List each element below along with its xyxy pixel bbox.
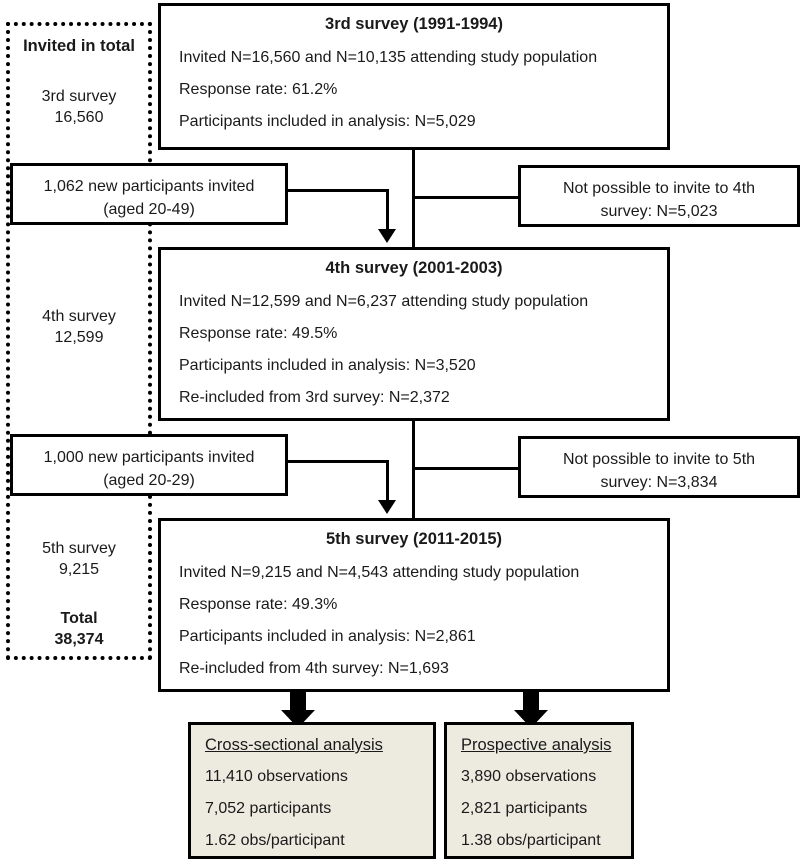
new-participants-box-1062: 1,062 new participants invited (aged 20-…	[10, 163, 288, 225]
invited-in-total-heading: Invited in total	[23, 37, 135, 55]
survey-5th-line-1: Invited N=9,215 and N=4,543 attending st…	[179, 564, 580, 581]
analysis-box-cross-sectional: Cross-sectional analysis 11,410 observat…	[188, 722, 436, 859]
analysis-prospective-inner: Prospective analysis 3,890 observations …	[447, 725, 631, 851]
sidebar-entry-4th: 4th survey 12,599	[10, 306, 148, 348]
survey-3rd-body: Invited N=16,560 and N=10,135 attending …	[161, 48, 667, 131]
new-participants-1000-line-1: 1,000 new participants invited	[43, 449, 255, 466]
arrow-head-into-4th	[378, 229, 396, 243]
connector-1062-horizontal	[288, 189, 389, 192]
new-participants-1062-line-2: (aged 20-49)	[103, 201, 195, 218]
excluded-5th-line-2: survey: N=3,834	[600, 474, 718, 491]
excluded-4th-text: Not possible to invite to 4th survey: N=…	[521, 168, 797, 223]
excluded-4th-line-1: Not possible to invite to 4th	[562, 180, 756, 197]
sidebar-entry-3rd: 3rd survey 16,560	[10, 86, 148, 128]
survey-3rd-line-1: Invited N=16,560 and N=10,135 attending …	[179, 49, 598, 66]
excluded-4th-line-2: survey: N=5,023	[600, 203, 718, 220]
connector-branch-excluded-5th	[412, 467, 520, 470]
survey-5th-body: Invited N=9,215 and N=4,543 attending st…	[161, 563, 667, 678]
excluded-box-4th: Not possible to invite to 4th survey: N=…	[518, 165, 800, 227]
arrow-head-into-5th	[378, 500, 396, 514]
sidebar-entry-total-value: 38,374	[54, 631, 104, 648]
sidebar-entry-5th-label: 5th survey	[42, 540, 116, 557]
survey-4th-line-1: Invited N=12,599 and N=6,237 attending s…	[179, 293, 589, 310]
survey-4th-line-4: Re-included from 3rd survey: N=2,372	[179, 389, 450, 406]
survey-5th-line-4: Re-included from 4th survey: N=1,693	[179, 660, 449, 677]
survey-5th-line-3: Participants included in analysis: N=2,8…	[179, 628, 476, 645]
analysis-cross-sectional-inner: Cross-sectional analysis 11,410 observat…	[191, 725, 433, 851]
survey-3rd-line-2: Response rate: 61.2%	[179, 81, 338, 98]
excluded-box-5th: Not possible to invite to 5th survey: N=…	[518, 436, 800, 498]
analysis-prospective-line-3: 1.38 obs/participant	[461, 832, 601, 849]
survey-3rd-title: 3rd survey (1991-1994)	[325, 15, 503, 33]
connector-branch-excluded-4th	[412, 196, 520, 199]
survey-5th-line-2: Response rate: 49.3%	[179, 596, 338, 613]
excluded-5th-line-1: Not possible to invite to 5th	[562, 451, 756, 468]
new-participants-1000-line-2: (aged 20-29)	[103, 472, 195, 489]
analysis-prospective-line-2: 2,821 participants	[461, 800, 588, 817]
new-participants-box-1000: 1,000 new participants invited (aged 20-…	[10, 434, 288, 496]
block-arrow-cross-sectional-stem	[290, 692, 306, 710]
survey-5th-title: 5th survey (2011-2015)	[325, 530, 503, 548]
sidebar-entry-5th: 5th survey 9,215	[10, 538, 148, 580]
survey-box-4th: 4th survey (2001-2003) Invited N=12,599 …	[158, 247, 670, 421]
new-participants-1062-line-1: 1,062 new participants invited	[43, 178, 255, 195]
analysis-prospective-title: Prospective analysis	[461, 736, 612, 754]
sidebar-entry-5th-value: 9,215	[58, 561, 100, 578]
sidebar-entry-total-label: Total	[60, 610, 98, 627]
analysis-cross-sectional-line-3: 1.62 obs/participant	[205, 832, 345, 849]
analysis-prospective-line-1: 3,890 observations	[461, 768, 597, 785]
block-arrow-prospective-stem	[523, 692, 539, 710]
analysis-cross-sectional-line-1: 11,410 observations	[205, 768, 348, 785]
survey-4th-line-3: Participants included in analysis: N=3,5…	[179, 357, 476, 374]
survey-4th-line-2: Response rate: 49.5%	[179, 325, 338, 342]
analysis-cross-sectional-line-2: 7,052 participants	[205, 800, 332, 817]
sidebar-entry-4th-value: 12,599	[54, 329, 104, 346]
excluded-5th-text: Not possible to invite to 5th survey: N=…	[521, 439, 797, 494]
analysis-cross-sectional-title: Cross-sectional analysis	[205, 736, 383, 754]
sidebar-entry-3rd-label: 3rd survey	[41, 88, 117, 105]
sidebar-entry-total: Total 38,374	[10, 608, 148, 650]
sidebar-entry-4th-label: 4th survey	[42, 308, 116, 325]
invited-in-total-panel: Invited in total 3rd survey 16,560 4th s…	[6, 22, 152, 660]
survey-4th-body: Invited N=12,599 and N=6,237 attending s…	[161, 292, 667, 407]
sidebar-entry-3rd-value: 16,560	[54, 109, 104, 126]
connector-1000-vertical	[386, 460, 389, 500]
new-participants-1062-text: 1,062 new participants invited (aged 20-…	[13, 166, 285, 221]
survey-3rd-line-3: Participants included in analysis: N=5,0…	[179, 113, 476, 130]
survey-4th-title: 4th survey (2001-2003)	[325, 259, 503, 277]
survey-box-3rd: 3rd survey (1991-1994) Invited N=16,560 …	[158, 3, 670, 150]
survey-box-5th: 5th survey (2011-2015) Invited N=9,215 a…	[158, 518, 670, 692]
new-participants-1000-text: 1,000 new participants invited (aged 20-…	[13, 437, 285, 492]
analysis-box-prospective: Prospective analysis 3,890 observations …	[444, 722, 634, 859]
connector-1062-vertical	[386, 189, 389, 229]
connector-1000-horizontal	[288, 460, 389, 463]
